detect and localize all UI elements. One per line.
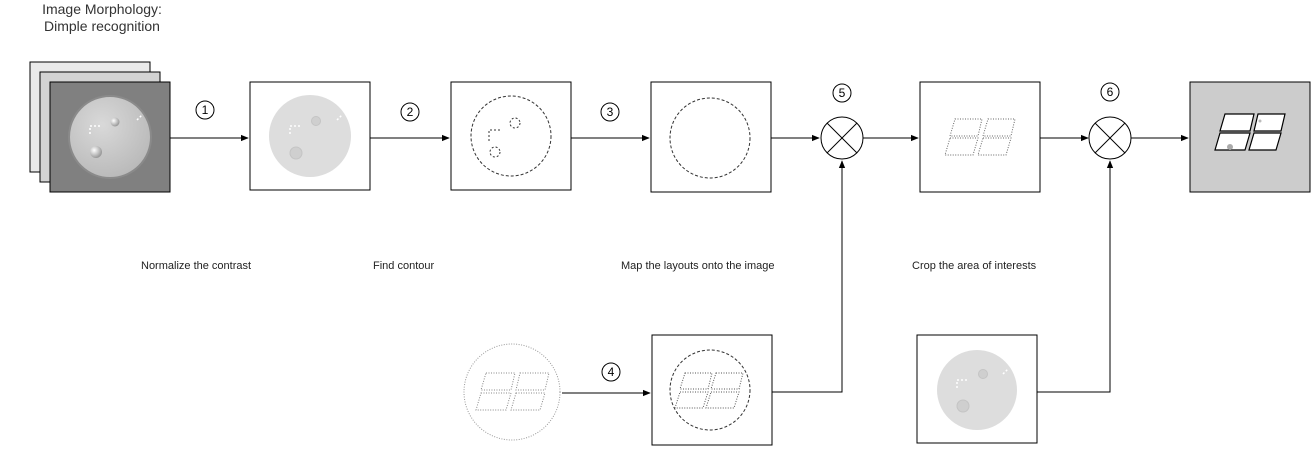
step-1-badge (195, 100, 215, 120)
normalized-image (249, 81, 371, 191)
step-4-number: 4 (608, 365, 615, 379)
combine-operator-6 (1088, 116, 1132, 160)
caption-crop: Crop the area of interests (912, 260, 1037, 272)
step-1-number: 1 (202, 103, 209, 117)
input-disc (68, 95, 152, 179)
crop-source-image (916, 334, 1038, 444)
outer-contour-image (650, 81, 772, 193)
input-dimple-1 (110, 117, 120, 127)
step-2-badge (400, 102, 420, 122)
caption-normalize: Normalize the contrast (141, 260, 252, 272)
combine-operator-5 (820, 116, 864, 160)
input-dimple-2 (90, 146, 102, 158)
step-4-badge (601, 362, 621, 382)
step-3-badge (600, 102, 620, 122)
layout-template (463, 343, 561, 441)
step-6-number: 6 (1107, 85, 1114, 99)
layout-overlay-image (651, 334, 773, 446)
step-2-number: 2 (407, 105, 414, 119)
arrow-crop-to-op-6 (1037, 160, 1114, 393)
contour-image (450, 81, 572, 191)
output-image (1189, 81, 1311, 193)
input-image-stack (29, 61, 171, 193)
diagram-title: Image Morphology: Dimple recognition (22, 1, 182, 35)
title-line-2: Dimple recognition (44, 18, 160, 34)
step-5-badge (832, 83, 852, 103)
step-5-number: 5 (839, 86, 846, 100)
step-3-number: 3 (607, 105, 614, 119)
caption-contour: Find contour (373, 260, 435, 272)
contour-outline (470, 95, 552, 177)
layout-mapped-image (919, 81, 1041, 193)
input-marker-path (89, 125, 101, 134)
step-6-badge (1100, 82, 1120, 102)
title-line-1: Image Morphology: (42, 1, 162, 17)
normalized-disc (269, 95, 351, 177)
arrow-overlay-to-op-5 (772, 160, 846, 393)
caption-map: Map the layouts onto the image (621, 260, 775, 272)
